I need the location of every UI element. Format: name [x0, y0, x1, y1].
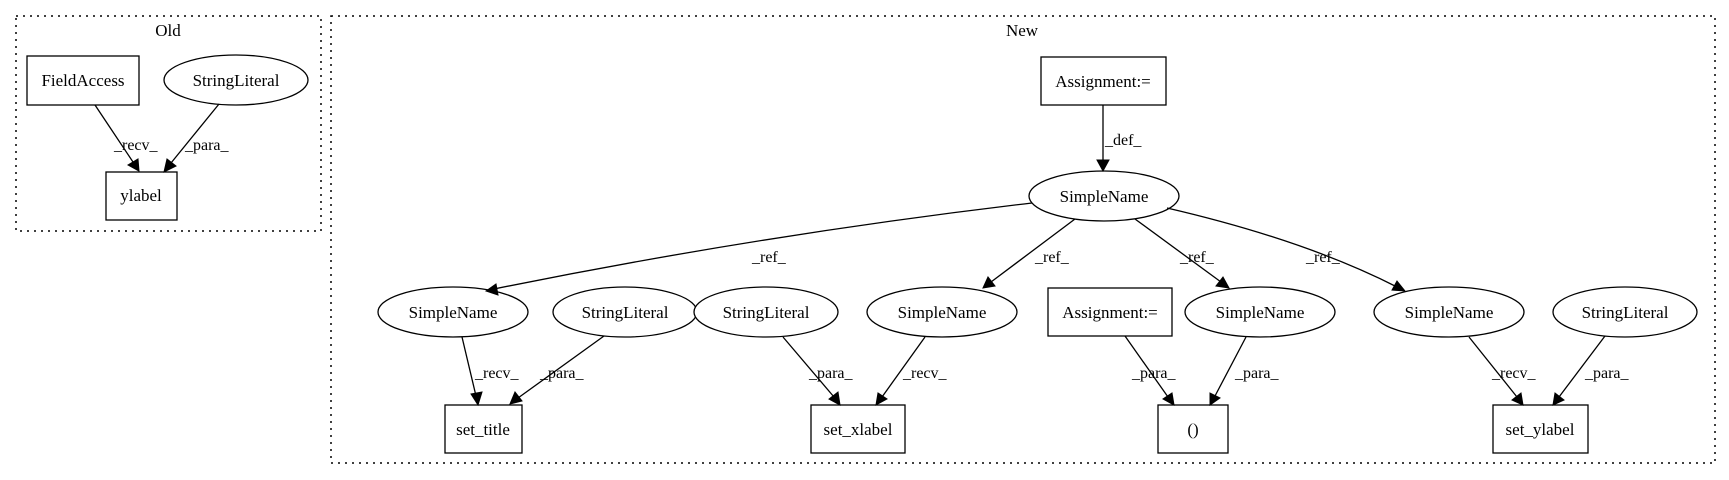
svg-text:(): (): [1187, 420, 1198, 439]
svg-text:StringLiteral: StringLiteral: [1582, 303, 1669, 322]
node-stringliteral-3: StringLiteral: [1552, 286, 1698, 338]
node-set-title: set_title: [444, 404, 523, 454]
svg-text:set_title: set_title: [456, 420, 510, 439]
edge-recv-title: _recv_: [461, 336, 520, 407]
svg-text:set_ylabel: set_ylabel: [1506, 420, 1575, 439]
node-simplename-root: SimpleName: [1028, 170, 1180, 222]
svg-text:_ref_: _ref_: [1179, 249, 1215, 266]
svg-text:_recv_: _recv_: [902, 365, 948, 382]
svg-text:StringLiteral: StringLiteral: [582, 303, 669, 322]
svg-text:_para_: _para_: [1584, 365, 1630, 382]
node-simplename-1: SimpleName: [377, 286, 529, 338]
svg-text:_recv_: _recv_: [474, 365, 520, 382]
node-old-ylabel: ylabel: [105, 171, 178, 221]
svg-text:_ref_: _ref_: [1034, 249, 1070, 266]
svg-text:_recv_: _recv_: [113, 137, 159, 154]
node-simplename-4: SimpleName: [1373, 286, 1525, 338]
svg-text:_def_: _def_: [1104, 132, 1142, 149]
svg-text:Assignment:=: Assignment:=: [1062, 303, 1158, 322]
svg-text:_ref_: _ref_: [1305, 249, 1341, 266]
svg-text:SimpleName: SimpleName: [409, 303, 498, 322]
svg-text:_ref_: _ref_: [751, 249, 787, 266]
svg-text:_para_: _para_: [1234, 365, 1280, 382]
edge-recv-xlabel: _recv_: [875, 336, 948, 406]
svg-text:FieldAccess: FieldAccess: [41, 71, 124, 90]
edge-ref-4: _ref_: [1166, 207, 1407, 292]
svg-text:StringLiteral: StringLiteral: [723, 303, 810, 322]
edge-old-recv: _recv_: [94, 104, 159, 172]
svg-text:SimpleName: SimpleName: [898, 303, 987, 322]
svg-text:_para_: _para_: [184, 137, 230, 154]
svg-text:StringLiteral: StringLiteral: [193, 71, 280, 90]
svg-text:_para_: _para_: [808, 365, 854, 382]
svg-text:_para_: _para_: [1131, 365, 1177, 382]
svg-text:ylabel: ylabel: [120, 186, 162, 205]
edge-para-xlabel: _para_: [782, 336, 854, 406]
node-simplename-3: SimpleName: [1184, 286, 1336, 338]
edge-ref-1: _ref_: [484, 202, 1033, 296]
node-set-ylabel: set_ylabel: [1492, 404, 1589, 454]
edge-para-title: _para_: [509, 335, 605, 405]
edge-para-ylabel: _para_: [1552, 335, 1630, 406]
edge-para-paren-1: _para_: [1124, 335, 1177, 406]
edge-ref-2: _ref_: [982, 218, 1076, 289]
node-set-xlabel: set_xlabel: [810, 404, 906, 454]
node-assignment-2: Assignment:=: [1047, 287, 1173, 337]
node-assignment-top: Assignment:=: [1040, 56, 1167, 106]
node-simplename-2: SimpleName: [866, 286, 1018, 338]
cluster-new-label: New: [1006, 21, 1039, 40]
node-old-stringliteral: StringLiteral: [163, 54, 309, 106]
svg-text:SimpleName: SimpleName: [1060, 187, 1149, 206]
svg-text:Assignment:=: Assignment:=: [1055, 72, 1151, 91]
svg-text:SimpleName: SimpleName: [1216, 303, 1305, 322]
edge-old-para: _para_: [163, 103, 230, 173]
node-stringliteral-1: StringLiteral: [552, 286, 698, 338]
svg-text:SimpleName: SimpleName: [1405, 303, 1494, 322]
edge-recv-ylabel: _recv_: [1468, 336, 1537, 406]
svg-text:_recv_: _recv_: [1491, 365, 1537, 382]
node-stringliteral-2: StringLiteral: [693, 286, 839, 338]
cluster-new: [330, 15, 1716, 464]
node-old-fieldaccess: FieldAccess: [26, 55, 140, 106]
node-paren: (): [1157, 404, 1229, 454]
edge-def: _def_: [1096, 105, 1142, 173]
edge-para-paren-2: _para_: [1209, 336, 1280, 406]
cluster-old: [15, 15, 322, 232]
cluster-old-label: Old: [155, 21, 181, 40]
svg-text:_para_: _para_: [539, 365, 585, 382]
svg-text:set_xlabel: set_xlabel: [824, 420, 893, 439]
edge-ref-3: _ref_: [1134, 218, 1230, 289]
